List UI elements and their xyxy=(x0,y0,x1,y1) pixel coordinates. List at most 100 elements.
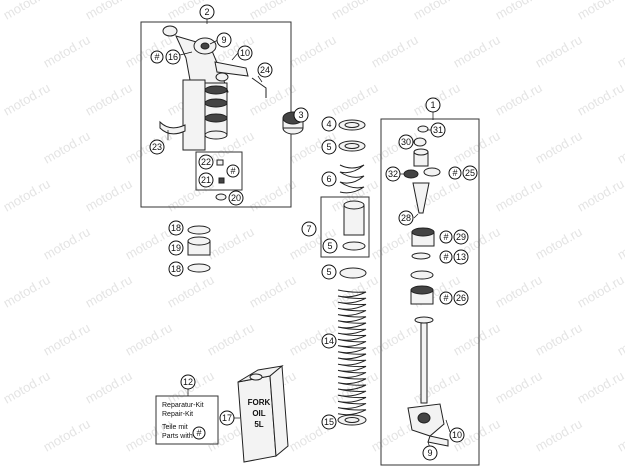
part-20-shape xyxy=(215,193,227,201)
watermark-text: motod.ru xyxy=(493,0,545,23)
svg-text:25: 25 xyxy=(465,168,475,178)
watermark-text: motod.ru xyxy=(575,368,625,407)
watermark-text: motod.ru xyxy=(205,224,257,263)
callout-2: 2 xyxy=(199,4,215,20)
watermark-text: motod.ru xyxy=(123,128,175,167)
svg-text:15: 15 xyxy=(324,417,334,427)
watermark-text: motod.ru xyxy=(83,368,135,407)
callout-26: 26 xyxy=(453,290,469,306)
callout-29: 29 xyxy=(453,229,469,245)
watermark-text: motod.ru xyxy=(493,176,545,215)
svg-text:13: 13 xyxy=(456,252,466,262)
svg-text:10: 10 xyxy=(452,430,462,440)
svg-text:31: 31 xyxy=(433,125,443,135)
watermark-text: motod.ru xyxy=(329,0,381,23)
watermark-text: motod.ru xyxy=(329,80,381,119)
svg-text:#: # xyxy=(154,52,159,62)
callout-hash-26: # xyxy=(439,291,453,305)
svg-text:24: 24 xyxy=(260,65,270,75)
callout-hash-13: # xyxy=(439,250,453,264)
watermark-text: motod.ru xyxy=(83,176,135,215)
callout-1: 1 xyxy=(425,97,441,113)
callout-20: 20 xyxy=(228,190,244,206)
watermark-text: motod.ru xyxy=(369,320,421,359)
callout-hash-25: # xyxy=(448,166,462,180)
watermark-text: motod.ru xyxy=(533,224,585,263)
svg-text:#: # xyxy=(443,252,448,262)
damper-cartridge-parts xyxy=(403,125,449,447)
callout-hash-kit: # xyxy=(192,426,206,440)
callout-4: 4 xyxy=(321,116,337,132)
svg-text:23: 23 xyxy=(152,142,162,152)
callout-hash-21: # xyxy=(226,164,240,178)
callout-10-bottom: 10 xyxy=(449,427,465,443)
svg-text:20: 20 xyxy=(231,193,241,203)
callout-32: 32 xyxy=(385,166,401,182)
svg-text:16: 16 xyxy=(168,52,178,62)
watermark-text: motod.ru xyxy=(1,272,53,311)
callout-hash-16: # xyxy=(150,50,164,64)
callout-10-top: 10 xyxy=(237,45,253,61)
callout-16: 16 xyxy=(165,49,181,65)
watermark-text: motod.ru xyxy=(451,128,503,167)
watermark-text: motod.ru xyxy=(247,272,299,311)
svg-text:6: 6 xyxy=(326,174,331,184)
watermark-text: motod.ru xyxy=(369,32,421,71)
watermark-text: motod.ru xyxy=(205,320,257,359)
svg-text:#: # xyxy=(443,293,448,303)
watermark-text: motod.ru xyxy=(615,416,625,455)
watermark-text: motod.ru xyxy=(287,32,339,71)
ring-part-18-top xyxy=(187,225,211,235)
svg-text:17: 17 xyxy=(222,413,232,423)
watermark-text: motod.ru xyxy=(533,416,585,455)
watermark-text: motod.ru xyxy=(329,368,381,407)
frame-part-1 xyxy=(380,118,480,466)
svg-text:28: 28 xyxy=(401,213,411,223)
watermark-text: motod.ru xyxy=(369,128,421,167)
ring-part-18-bottom xyxy=(187,263,211,273)
svg-text:3: 3 xyxy=(298,110,303,120)
svg-text:5: 5 xyxy=(327,241,332,251)
callout-18-top: 18 xyxy=(168,220,184,236)
svg-text:18: 18 xyxy=(171,264,181,274)
svg-text:5: 5 xyxy=(326,142,331,152)
callout-6: 6 xyxy=(321,171,337,187)
callout-14: 14 xyxy=(321,333,337,349)
callout-25: 25 xyxy=(462,165,478,181)
svg-text:9: 9 xyxy=(427,448,432,458)
watermark-text: motod.ru xyxy=(123,320,175,359)
spring-part-14 xyxy=(337,289,367,416)
callout-28: 28 xyxy=(398,210,414,226)
watermark-text: motod.ru xyxy=(575,272,625,311)
watermark-text: motod.ru xyxy=(411,368,463,407)
kit-card-line-2: Repair-Kit xyxy=(162,411,193,418)
fork-head-assembly xyxy=(162,25,267,151)
callout-13: 13 xyxy=(453,249,469,265)
kit-card-line-1: Reparatur-Kit xyxy=(162,402,204,409)
svg-text:7: 7 xyxy=(306,224,311,234)
watermark-text: motod.ru xyxy=(123,32,175,71)
callout-19: 19 xyxy=(168,240,184,256)
oil-can-line-2: OIL xyxy=(252,409,265,418)
svg-text:10: 10 xyxy=(240,48,250,58)
svg-text:14: 14 xyxy=(324,336,334,346)
watermark-text: motod.ru xyxy=(83,80,135,119)
watermark-text: motod.ru xyxy=(41,224,93,263)
watermark-text: motod.ru xyxy=(615,32,625,71)
watermark-text: motod.ru xyxy=(1,176,53,215)
watermark-text: motod.ru xyxy=(41,320,93,359)
watermark-text: motod.ru xyxy=(123,224,175,263)
watermark-text: motod.ru xyxy=(41,416,93,455)
svg-text:#: # xyxy=(452,168,457,178)
watermark-text: motod.ru xyxy=(575,80,625,119)
callout-9-bottom: 9 xyxy=(422,445,438,461)
svg-text:#: # xyxy=(196,428,201,438)
callout-22: 22 xyxy=(198,154,214,170)
middle-column-parts xyxy=(320,119,370,426)
part-22-shape xyxy=(216,159,224,166)
watermark-text: motod.ru xyxy=(493,272,545,311)
bushing-part-23 xyxy=(159,120,186,135)
watermark-text: motod.ru xyxy=(615,320,625,359)
